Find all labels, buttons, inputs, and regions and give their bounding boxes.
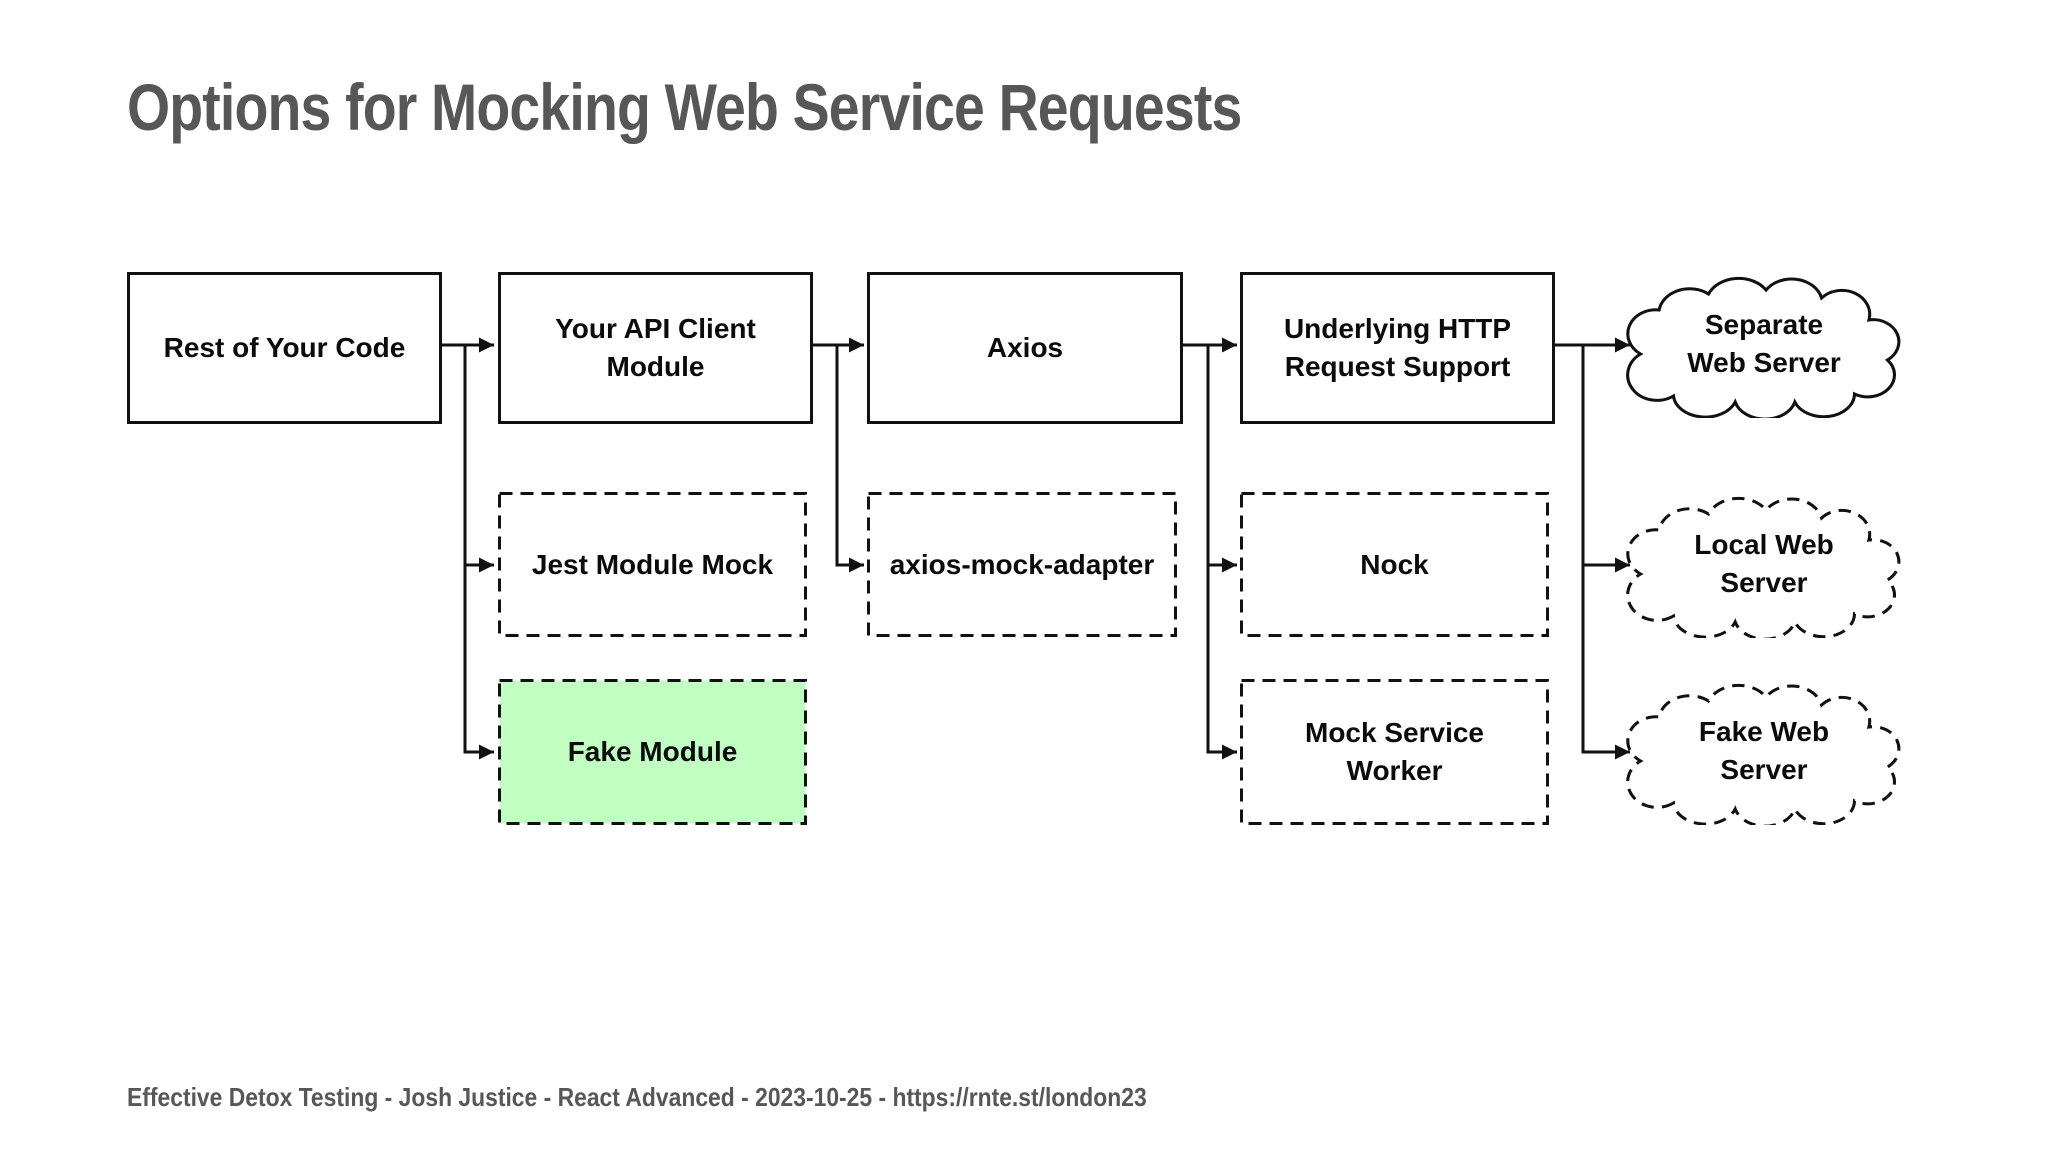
node-mock-service-worker: Mock Service Worker: [1240, 679, 1549, 825]
node-label: Jest Module Mock: [531, 548, 774, 580]
node-label: Your API Client Module: [555, 313, 756, 382]
node-label: Fake Module: [567, 736, 738, 768]
node-local-web-server: Local Web Server: [1620, 490, 1908, 638]
dashed-frame: [1240, 492, 1549, 637]
node-label: Rest of Your Code: [163, 332, 406, 364]
node-label: Mock Service Worker: [1305, 717, 1484, 786]
cloud-outline-icon: [1626, 683, 1901, 825]
slide-footer: Effective Detox Testing - Josh Justice -…: [127, 1082, 1147, 1112]
cloud-outline-icon: [1626, 496, 1901, 638]
dashed-frame: [867, 492, 1177, 637]
node-axios: Axios: [867, 272, 1183, 424]
node-separate-web-server: Separate Web Server: [1620, 270, 1908, 418]
node-label: Axios: [986, 332, 1064, 364]
node-jest-module-mock: Jest Module Mock: [498, 492, 807, 637]
node-nock: Nock: [1240, 492, 1549, 637]
node-fake-module: Fake Module: [498, 679, 807, 825]
node-label: Nock: [1360, 548, 1429, 580]
dashed-frame: [498, 492, 807, 637]
node-your-api-client-module: Your API Client Module: [498, 272, 813, 424]
node-underlying-http-request-support: Underlying HTTP Request Support: [1240, 272, 1555, 424]
node-label: Underlying HTTP Request Support: [1283, 313, 1512, 382]
node-rest-of-your-code: Rest of Your Code: [127, 272, 442, 424]
slide-title: Options for Mocking Web Service Requests: [127, 70, 1242, 144]
node-label: axios-mock-adapter: [889, 548, 1155, 580]
node-label: Fake Web Server: [1698, 716, 1830, 785]
node-label: Separate Web Server: [1687, 309, 1841, 378]
dashed-frame: [1240, 679, 1549, 825]
dashed-frame: [498, 679, 807, 825]
node-axios-mock-adapter: axios-mock-adapter: [867, 492, 1177, 637]
cloud-outline-icon: [1626, 276, 1901, 418]
node-label: Local Web Server: [1694, 529, 1834, 598]
node-fake-web-server: Fake Web Server: [1620, 677, 1908, 825]
